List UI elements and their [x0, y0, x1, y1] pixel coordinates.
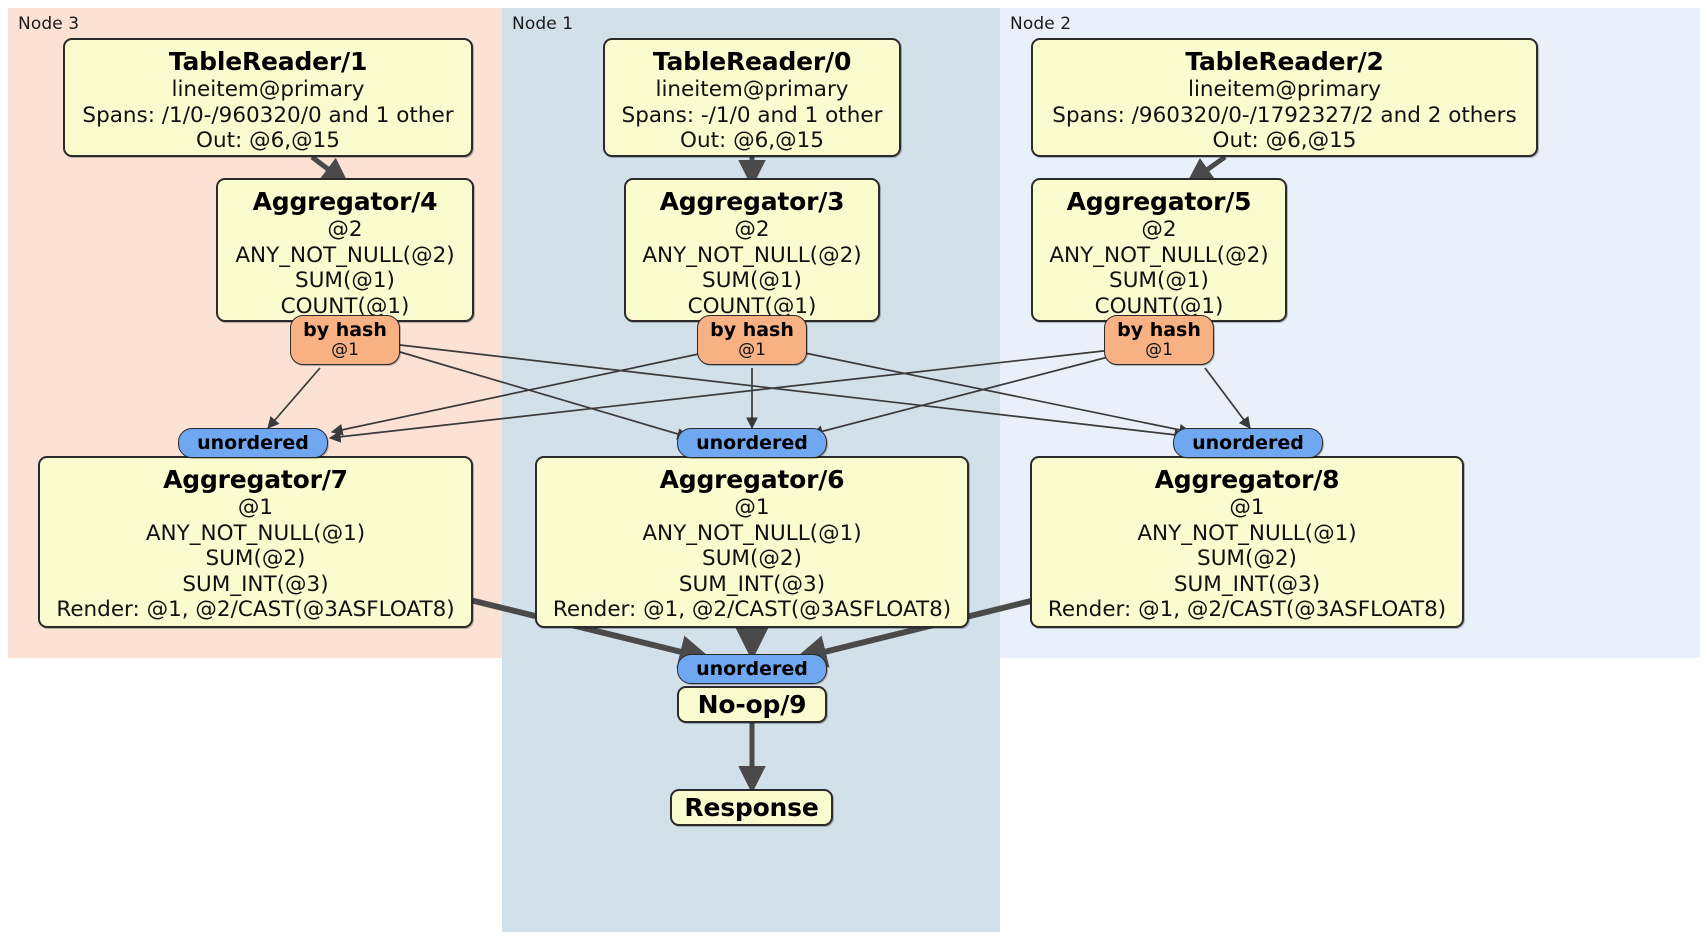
- processor-line: Render: @1, @2/CAST(@3ASFLOAT8): [1047, 597, 1447, 622]
- processor-line: ANY_NOT_NULL(@2): [642, 242, 862, 268]
- processor-line: COUNT(@1): [687, 293, 817, 319]
- router-badge-hash-left[interactable]: by hash @1: [290, 315, 400, 365]
- processor-line: COUNT(@1): [1094, 293, 1224, 319]
- processor-line: @1: [237, 495, 274, 520]
- processor-line: ANY_NOT_NULL(@2): [235, 242, 455, 268]
- stream-badge-title: unordered: [696, 657, 808, 680]
- processor-line: SUM(@1): [1109, 268, 1209, 293]
- router-badge-hash-right[interactable]: by hash @1: [1104, 315, 1214, 365]
- router-badge-hash-center[interactable]: by hash @1: [697, 315, 807, 365]
- router-badge-sub: @1: [738, 340, 766, 360]
- router-badge-title: by hash: [710, 319, 794, 341]
- processor-line: Render: @1, @2/CAST(@3ASFLOAT8): [552, 597, 952, 622]
- processor-line: SUM(@2): [205, 546, 306, 571]
- processor-line: Out: @6,@15: [196, 128, 340, 153]
- processor-title: TableReader/0: [652, 47, 852, 76]
- stream-badge-unordered-final[interactable]: unordered: [677, 654, 827, 684]
- processor-title: No-op/9: [697, 690, 807, 719]
- stream-badge-title: unordered: [197, 431, 309, 454]
- processor-line: lineitem@primary: [655, 77, 849, 102]
- processor-aggregator-7[interactable]: Aggregator/7 @1 ANY_NOT_NULL(@1) SUM(@2)…: [38, 456, 473, 628]
- processor-table-reader-0[interactable]: TableReader/0 lineitem@primary Spans: -/…: [603, 38, 901, 157]
- processor-line: SUM_INT(@3): [182, 571, 329, 597]
- processor-line: @2: [1141, 217, 1177, 242]
- processor-table-reader-2[interactable]: TableReader/2 lineitem@primary Spans: /9…: [1031, 38, 1538, 157]
- processor-title: Aggregator/4: [252, 187, 438, 216]
- processor-line: Spans: /1/0-/960320/0 and 1 other: [82, 102, 454, 128]
- processor-line: lineitem@primary: [171, 77, 365, 102]
- processor-line: SUM(@2): [702, 546, 802, 571]
- processor-response[interactable]: Response: [670, 789, 833, 826]
- processor-title: TableReader/1: [168, 47, 368, 76]
- processor-title: TableReader/2: [1185, 47, 1384, 76]
- router-badge-sub: @1: [331, 340, 359, 360]
- processor-aggregator-5[interactable]: Aggregator/5 @2 ANY_NOT_NULL(@2) SUM(@1)…: [1031, 178, 1287, 322]
- processor-line: SUM_INT(@3): [1173, 571, 1321, 597]
- processor-line: SUM(@1): [295, 268, 395, 293]
- processor-title: Aggregator/6: [659, 465, 845, 494]
- router-badge-title: by hash: [1117, 319, 1201, 341]
- node-panel-label-node3: Node 3: [18, 14, 80, 34]
- processor-aggregator-3[interactable]: Aggregator/3 @2 ANY_NOT_NULL(@2) SUM(@1)…: [624, 178, 880, 322]
- processor-line: ANY_NOT_NULL(@1): [642, 520, 862, 546]
- processor-title: Aggregator/3: [659, 187, 845, 216]
- router-badge-sub: @1: [1145, 340, 1173, 360]
- processor-noop-9[interactable]: No-op/9: [677, 686, 827, 723]
- stream-badge-unordered-left[interactable]: unordered: [178, 428, 328, 458]
- processor-line: @2: [734, 217, 770, 242]
- processor-line: Spans: -/1/0 and 1 other: [621, 102, 883, 128]
- processor-line: @1: [1229, 495, 1265, 520]
- router-badge-title: by hash: [303, 319, 387, 341]
- processor-aggregator-8[interactable]: Aggregator/8 @1 ANY_NOT_NULL(@1) SUM(@2)…: [1030, 456, 1464, 628]
- stream-badge-title: unordered: [1192, 431, 1304, 454]
- processor-line: ANY_NOT_NULL(@1): [1137, 520, 1357, 546]
- processor-title: Response: [684, 793, 819, 822]
- stream-badge-unordered-right[interactable]: unordered: [1173, 428, 1323, 458]
- processor-line: SUM(@2): [1197, 546, 1297, 571]
- processor-table-reader-1[interactable]: TableReader/1 lineitem@primary Spans: /1…: [63, 38, 473, 157]
- processor-line: SUM_INT(@3): [678, 571, 826, 597]
- processor-line: @1: [734, 495, 770, 520]
- processor-aggregator-6[interactable]: Aggregator/6 @1 ANY_NOT_NULL(@1) SUM(@2)…: [535, 456, 969, 628]
- processor-title: Aggregator/8: [1154, 465, 1340, 494]
- processor-line: Out: @6,@15: [1212, 128, 1357, 153]
- processor-line: @2: [327, 217, 363, 242]
- processor-line: Render: @1, @2/CAST(@3ASFLOAT8): [56, 597, 455, 622]
- processor-line: ANY_NOT_NULL(@1): [145, 520, 366, 546]
- node-panel-label-node1: Node 1: [512, 14, 574, 34]
- stream-badge-title: unordered: [696, 431, 808, 454]
- node-panel-label-node2: Node 2: [1010, 14, 1072, 34]
- processor-title: Aggregator/5: [1066, 187, 1252, 216]
- processor-line: ANY_NOT_NULL(@2): [1049, 242, 1269, 268]
- processor-title: Aggregator/7: [163, 465, 348, 494]
- processor-aggregator-4[interactable]: Aggregator/4 @2 ANY_NOT_NULL(@2) SUM(@1)…: [216, 178, 474, 322]
- processor-line: lineitem@primary: [1187, 77, 1382, 102]
- stream-badge-unordered-center[interactable]: unordered: [677, 428, 827, 458]
- processor-line: SUM(@1): [702, 268, 802, 293]
- processor-line: Spans: /960320/0-/1792327/2 and 2 others: [1052, 102, 1517, 128]
- processor-line: Out: @6,@15: [680, 128, 824, 153]
- processor-line: COUNT(@1): [280, 293, 410, 319]
